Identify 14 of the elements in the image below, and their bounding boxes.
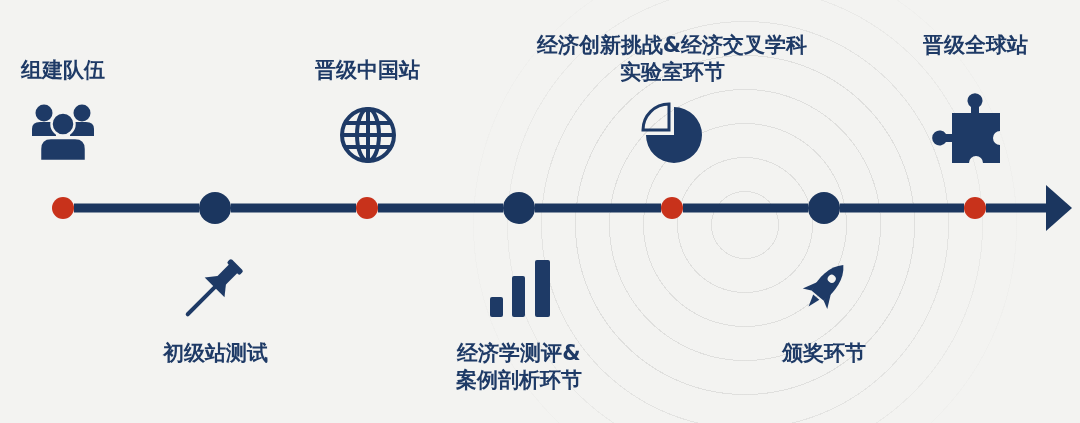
milestone-label: 组建队伍 <box>21 56 105 84</box>
milestone-label: 经济学测评&案例剖析环节 <box>455 339 583 394</box>
timeline-line <box>74 203 199 213</box>
timeline-line <box>231 203 356 213</box>
milestone-label: 颁奖环节 <box>782 339 866 367</box>
milestone-label: 晋级全球站 <box>922 31 1028 59</box>
timeline-line <box>683 203 808 213</box>
timeline-arrow <box>986 185 1072 231</box>
timeline-line <box>378 203 503 213</box>
timeline-line <box>840 203 964 213</box>
milestone-label: 经济创新挑战&经济交叉学科实验室环节 <box>535 31 809 86</box>
milestone-label: 初级站测试 <box>162 339 268 367</box>
milestone-label: 晋级中国站 <box>314 56 420 84</box>
timeline-line <box>535 203 661 213</box>
